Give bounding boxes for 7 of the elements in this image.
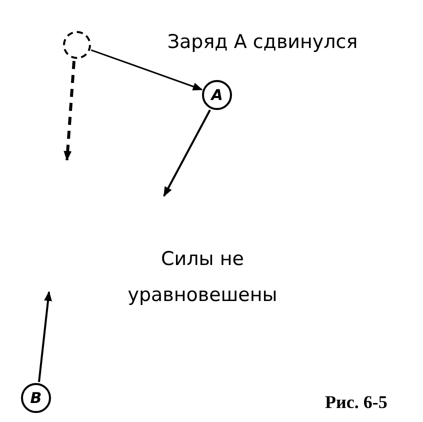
arrow — [90, 49, 203, 90]
annotation-text: Заряд А сдвинулся — [166, 30, 359, 55]
annotation-text: Силы не уравновешены — [126, 247, 278, 308]
figure-caption: Рис. 6-5 — [325, 392, 388, 413]
charge-circle: A — [202, 80, 232, 110]
dashed-circle — [63, 31, 91, 59]
charge-circle: B — [21, 383, 51, 413]
